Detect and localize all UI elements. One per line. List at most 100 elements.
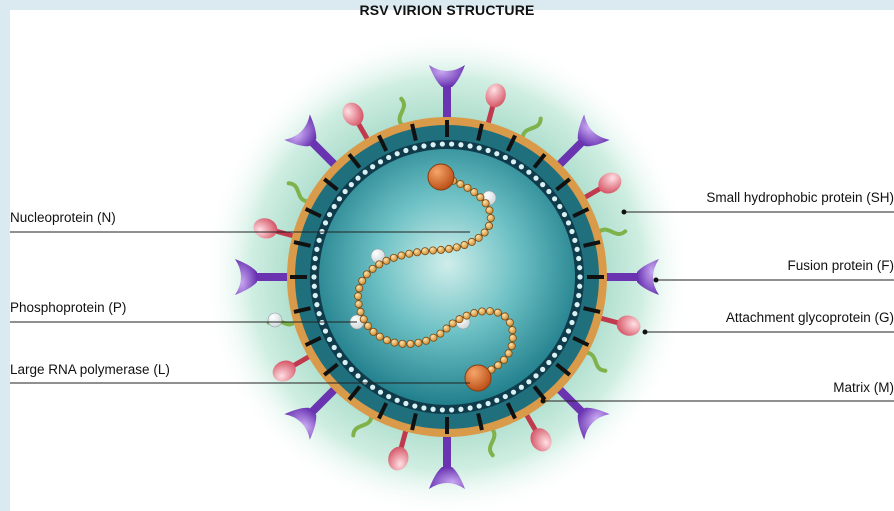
ring-dot — [566, 328, 571, 333]
label-matrix: Matrix (M) — [833, 380, 894, 395]
ring-dot — [313, 256, 318, 261]
rna-bead — [461, 241, 468, 248]
rna-bead — [509, 327, 516, 334]
ring-dot — [395, 398, 400, 403]
ring-dot — [533, 373, 538, 378]
ring-dot — [519, 385, 524, 390]
ring-dot — [540, 182, 545, 187]
rna-bead — [475, 234, 482, 241]
ring-dot — [485, 401, 490, 406]
ring-dot — [449, 141, 454, 146]
rna-bead — [468, 238, 475, 245]
ring-dot — [421, 143, 426, 148]
ring-dot — [378, 159, 383, 164]
rna-bead — [421, 248, 428, 255]
ring-dot — [546, 360, 551, 365]
ring-dot — [317, 238, 322, 243]
rna-bead — [457, 180, 464, 187]
ring-dot — [311, 274, 316, 279]
ring-dot — [332, 345, 337, 350]
ring-dot — [511, 390, 516, 395]
label-fusion: Fusion protein (F) — [787, 258, 894, 273]
ring-dot — [312, 265, 317, 270]
ring-dot — [343, 360, 348, 365]
rna-bead — [383, 337, 390, 344]
ring-dot — [572, 311, 577, 316]
label-attachment: Attachment glycoprotein (G) — [726, 310, 894, 325]
polymerase-top — [428, 164, 454, 190]
rna-bead — [406, 250, 413, 257]
ring-dot — [349, 367, 354, 372]
ring-dot — [449, 407, 454, 412]
ring-dot — [577, 274, 582, 279]
rna-bead — [506, 319, 513, 326]
rna-bead — [443, 325, 450, 332]
ring-dot — [323, 328, 328, 333]
ring-dot — [327, 212, 332, 217]
leader-dot-attachment — [643, 330, 648, 335]
rna-bead — [383, 257, 390, 264]
ring-dot — [314, 302, 319, 307]
ring-dot — [562, 337, 567, 342]
label-phosphoprotein: Phosphoprotein (P) — [10, 300, 126, 315]
rna-bead — [500, 356, 507, 363]
ring-dot — [467, 405, 472, 410]
rna-bead — [453, 244, 460, 251]
rna-bead — [501, 313, 508, 320]
ring-dot — [355, 373, 360, 378]
rna-bead — [391, 339, 398, 346]
ring-dot — [386, 394, 391, 399]
diagram-title: RSV VIRION STRUCTURE — [0, 2, 894, 18]
ring-dot — [552, 196, 557, 201]
rna-bead — [463, 312, 470, 319]
ring-dot — [343, 189, 348, 194]
ring-dot — [323, 220, 328, 225]
phosphoprotein-sphere — [268, 313, 282, 327]
rna-bead — [360, 316, 367, 323]
ring-dot — [569, 229, 574, 234]
polymerase-bottom — [465, 365, 491, 391]
rna-bead — [464, 184, 471, 191]
rna-bead — [449, 320, 456, 327]
rna-bead — [437, 246, 444, 253]
ring-dot — [540, 367, 545, 372]
rna-bead — [477, 194, 484, 201]
ring-dot — [317, 311, 322, 316]
rna-bead — [471, 189, 478, 196]
ring-dot — [314, 247, 319, 252]
rna-bead — [414, 249, 421, 256]
ring-dot — [511, 159, 516, 164]
ring-dot — [577, 265, 582, 270]
ring-dot — [337, 353, 342, 358]
rna-bead — [363, 271, 370, 278]
ring-dot — [403, 401, 408, 406]
ring-dot — [485, 148, 490, 153]
rna-bead — [376, 261, 383, 268]
ring-dot — [355, 176, 360, 181]
label-small-hydrophobic: Small hydrophobic protein (SH) — [706, 190, 894, 205]
rna-bead — [415, 339, 422, 346]
ring-dot — [370, 385, 375, 390]
rna-bead — [355, 301, 362, 308]
ring-dot — [572, 238, 577, 243]
ring-dot — [557, 204, 562, 209]
ring-dot — [552, 353, 557, 358]
rna-bead — [456, 316, 463, 323]
rna-bead — [494, 309, 501, 316]
ring-dot — [312, 284, 317, 289]
rna-bead — [390, 254, 397, 261]
rna-bead — [430, 334, 437, 341]
ring-dot — [533, 176, 538, 181]
ring-dot — [412, 145, 417, 150]
rna-bead — [398, 252, 405, 259]
rna-bead — [369, 265, 376, 272]
label-nucleoprotein: Nucleoprotein (N) — [10, 210, 116, 225]
ring-dot — [421, 405, 426, 410]
leader-dot-matrix — [541, 399, 546, 404]
ring-dot — [403, 148, 408, 153]
rna-bead — [376, 333, 383, 340]
ring-dot — [363, 170, 368, 175]
ring-dot — [566, 220, 571, 225]
rna-bead — [364, 322, 371, 329]
